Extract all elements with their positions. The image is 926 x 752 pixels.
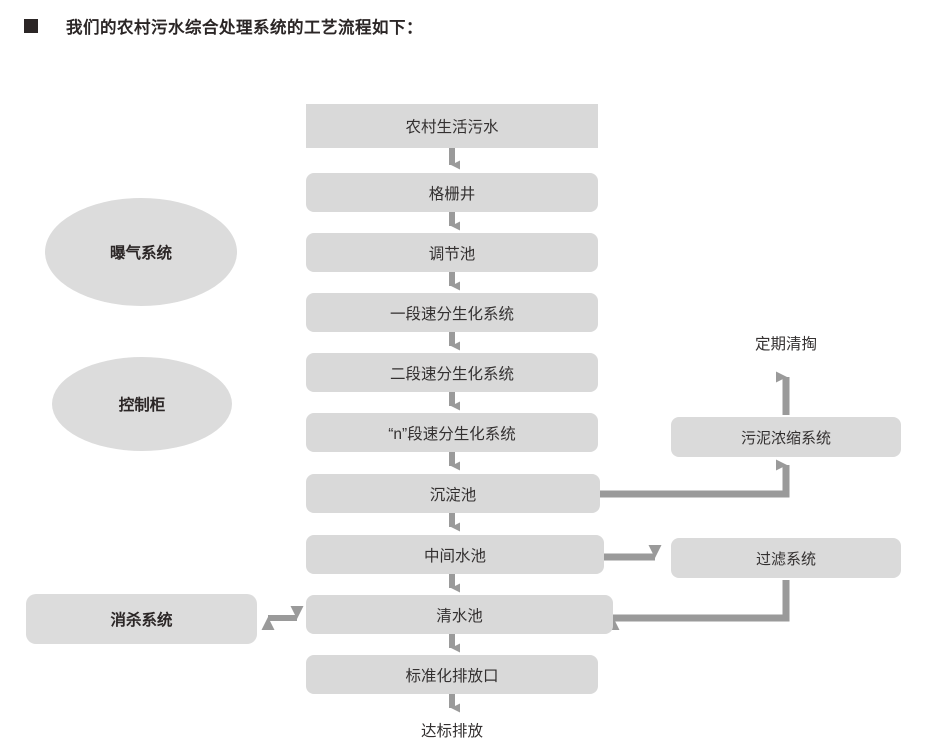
node-label: 二段速分生化系统	[389, 365, 514, 383]
node-sediment-tank[interactable]: 沉淀池	[306, 474, 600, 513]
node-bio-stage-1[interactable]: 一段速分生化系统	[306, 293, 598, 332]
node-label: 格栅井	[428, 185, 476, 203]
node-clear-tank[interactable]: 清水池	[306, 595, 613, 634]
node-bio-stage-n[interactable]: “n”段速分生化系统	[306, 413, 598, 452]
node-label: 调节池	[428, 245, 476, 263]
edge-sediment-to-sludge	[600, 459, 790, 498]
node-label: “n”段速分生化系统	[388, 425, 516, 443]
node-label: 控制柜	[118, 397, 166, 414]
node-aeration-system[interactable]: 曝气系统	[45, 198, 237, 306]
node-label: 标准化排放口	[405, 667, 499, 685]
node-bio-stage-2[interactable]: 二段速分生化系统	[306, 353, 598, 392]
node-label: 曝气系统	[109, 245, 172, 262]
node-label: 污泥浓缩系统	[740, 429, 831, 447]
square-bullet-icon	[24, 19, 38, 33]
node-filtration-system[interactable]: 过滤系统	[671, 538, 901, 578]
node-label: 一段速分生化系统	[389, 305, 514, 323]
node-label: 消杀系统	[110, 612, 173, 629]
node-label: 中间水池	[423, 547, 486, 565]
node-outlet[interactable]: 标准化排放口	[306, 655, 598, 694]
node-equal-tank[interactable]: 调节池	[306, 233, 598, 272]
node-middle-tank[interactable]: 中间水池	[306, 535, 604, 574]
node-grille-well[interactable]: 格栅井	[306, 173, 598, 212]
node-sludge-thickening[interactable]: 污泥浓缩系统	[671, 417, 901, 457]
edge-filtration-to-clear	[606, 580, 790, 630]
node-control-cabinet[interactable]: 控制柜	[52, 357, 232, 451]
node-label: 清水池	[436, 607, 483, 625]
page-title: 我们的农村污水综合处理系统的工艺流程如下：	[66, 19, 423, 37]
node-label: 农村生活污水	[405, 119, 499, 136]
node-influent[interactable]: 农村生活污水	[306, 104, 598, 148]
label-periodic-cleanout: 定期清掏	[754, 336, 817, 353]
node-disinfection-system[interactable]: 消杀系统	[26, 594, 257, 644]
label-final-discharge: 达标排放	[420, 723, 483, 740]
node-label: 沉淀池	[429, 486, 477, 504]
node-label: 过滤系统	[755, 550, 816, 568]
page-header: 我们的农村污水综合处理系统的工艺流程如下：	[0, 0, 926, 52]
